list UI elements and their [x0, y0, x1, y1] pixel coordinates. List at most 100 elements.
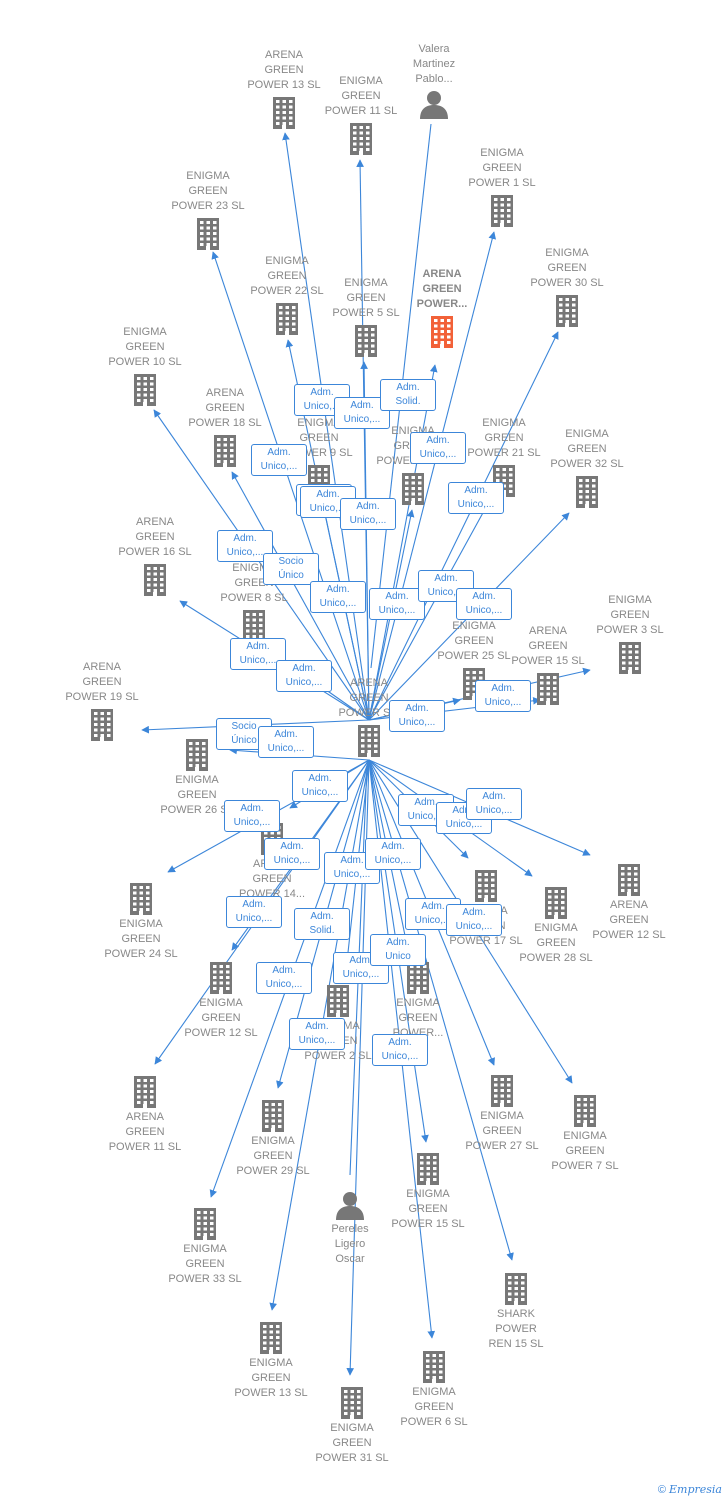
relation-label[interactable]: Adm. Unico,... [372, 1034, 428, 1066]
node-label: ARENA GREEN POWER 15 SL [511, 625, 585, 667]
node-valera[interactable]: Valera Martinez Pablo... [379, 42, 489, 121]
relation-label[interactable]: Adm. Unico,... [292, 770, 348, 802]
node-arena15[interactable]: ARENA GREEN POWER 15 SL [493, 624, 603, 707]
building-icon [387, 314, 497, 348]
node-label: ENIGMA GREEN POWER 25 SL [437, 620, 511, 662]
relation-label[interactable]: Adm. Unico,... [389, 700, 445, 732]
node-enigma24[interactable]: ENIGMA GREEN POWER 24 SL [86, 879, 196, 962]
relation-label[interactable]: Adm. Unico,... [310, 581, 366, 613]
node-enigma11[interactable]: ENIGMA GREEN POWER 11 SL [306, 74, 416, 157]
relation-label[interactable]: Adm. Unico,... [410, 432, 466, 464]
relation-label[interactable]: Adm. Unico,... [264, 838, 320, 870]
node-arena19[interactable]: ARENA GREEN POWER 19 SL [47, 660, 157, 743]
relation-label[interactable]: Adm. Unico,... [334, 397, 390, 429]
building-icon [86, 881, 196, 915]
building-icon [363, 960, 473, 994]
building-icon [90, 1074, 200, 1108]
node-arena11[interactable]: ARENA GREEN POWER 11 SL [90, 1072, 200, 1155]
node-enigma27[interactable]: ENIGMA GREEN POWER 27 SL [447, 1071, 557, 1154]
relation-label[interactable]: Adm. Unico,... [276, 660, 332, 692]
node-arenaH[interactable]: ARENA GREEN POWER... [387, 267, 497, 350]
footer: © Empresia [658, 1483, 722, 1496]
node-label: ENIGMA GREEN POWER 28 SL [519, 922, 593, 964]
building-icon [311, 323, 421, 357]
node-label: ARENA GREEN POWER 11 SL [108, 1111, 182, 1153]
relation-label[interactable]: Adm. Unico,... [418, 570, 474, 602]
building-icon [373, 1151, 483, 1185]
building-icon [461, 1271, 571, 1305]
node-label: ENIGMA GREEN POWER 30 SL [530, 247, 604, 289]
building-icon [142, 737, 252, 771]
node-enigma6[interactable]: ENIGMA GREEN POWER 6 SL [379, 1347, 489, 1430]
relation-label[interactable]: Adm. Unico,... [256, 962, 312, 994]
relation-label[interactable]: Adm. Solid. [380, 379, 436, 411]
node-label: ENIGMA GREEN POWER 31 SL [315, 1422, 389, 1464]
relation-label[interactable]: Adm. Unico,... [289, 1018, 345, 1050]
node-enigma26[interactable]: ENIGMA GREEN POWER 26 SL [142, 735, 252, 818]
building-icon [47, 707, 157, 741]
node-enigma23[interactable]: ENIGMA GREEN POWER 23 SL [153, 169, 263, 252]
building-icon [232, 301, 342, 335]
relation-label[interactable]: Adm. Unico,... [446, 904, 502, 936]
relation-label[interactable]: Adm. Unico,... [340, 498, 396, 530]
node-enigma13[interactable]: ENIGMA GREEN POWER 13 SL [216, 1318, 326, 1401]
node-enigma28[interactable]: ENIGMA GREEN POWER 28 SL [501, 883, 611, 966]
relation-label[interactable]: Socio Único [263, 553, 319, 585]
relation-label[interactable]: Adm. Unico,... [251, 444, 307, 476]
node-enigma3[interactable]: ENIGMA GREEN POWER 3 SL [575, 593, 685, 676]
node-label: ENIGMA GREEN POWER 10 SL [108, 326, 182, 368]
node-label: ENIGMA GREEN POWER 29 SL [236, 1135, 310, 1177]
building-icon [314, 723, 424, 757]
building-icon [530, 1093, 640, 1127]
building-icon [447, 1073, 557, 1107]
edge-enigma23 [211, 251, 370, 721]
node-label: ARENA GREEN POWER 18 SL [188, 387, 262, 429]
relation-label[interactable]: Adm. Unico,... [365, 838, 421, 870]
node-enigma12[interactable]: ENIGMA GREEN POWER 12 SL [166, 958, 276, 1041]
node-label: ENIGMA GREEN POWER 27 SL [465, 1110, 539, 1152]
relation-label[interactable]: Adm. Solid. [294, 908, 350, 940]
brand-logo[interactable]: Empresia [669, 1483, 722, 1496]
node-enigma33[interactable]: ENIGMA GREEN POWER 33 SL [150, 1204, 260, 1287]
node-label: ENIGMA GREEN POWER 22 SL [250, 255, 324, 297]
building-icon [297, 1385, 407, 1419]
relation-label[interactable]: Adm. Unico,... [448, 482, 504, 514]
node-label: ENIGMA GREEN POWER 32 SL [550, 428, 624, 470]
edge-enigma1 [368, 231, 497, 721]
node-label: Pereles Ligero Oscar [331, 1223, 369, 1265]
node-enigma25[interactable]: ENIGMA GREEN POWER 25 SL [419, 619, 529, 702]
node-arena13[interactable]: ARENA GREEN POWER 13 SL [229, 48, 339, 131]
building-icon [199, 608, 309, 642]
node-perez[interactable]: Pereles Ligero Oscar [295, 1188, 405, 1267]
node-arena18[interactable]: ARENA GREEN POWER 18 SL [170, 386, 280, 469]
building-icon [493, 671, 603, 705]
node-arena16[interactable]: ARENA GREEN POWER 16 SL [100, 515, 210, 598]
node-label: ARENA GREEN POWER 12 SL [592, 899, 666, 941]
relation-label[interactable]: Adm. Unico [370, 934, 426, 966]
node-enigma7[interactable]: ENIGMA GREEN POWER 7 SL [530, 1091, 640, 1174]
node-enigma1[interactable]: ENIGMA GREEN POWER 1 SL [447, 146, 557, 229]
edge-arena18 [231, 471, 370, 721]
relation-label[interactable]: Adm. Unico,... [369, 588, 425, 620]
relation-label[interactable]: Adm. Unico,... [224, 800, 280, 832]
node-enigma30[interactable]: ENIGMA GREEN POWER 30 SL [512, 246, 622, 329]
relation-label[interactable]: Adm. Unico,... [456, 588, 512, 620]
node-enigma31[interactable]: ENIGMA GREEN POWER 31 SL [297, 1383, 407, 1466]
relation-label[interactable]: Adm. Unico,... [333, 952, 389, 984]
relation-label[interactable]: Adm. Unico,... [226, 896, 282, 928]
node-enigma22[interactable]: ENIGMA GREEN POWER 22 SL [232, 254, 342, 337]
building-icon [218, 1098, 328, 1132]
node-enigma29[interactable]: ENIGMA GREEN POWER 29 SL [218, 1096, 328, 1179]
node-shark15[interactable]: SHARK POWER REN 15 SL [461, 1269, 571, 1352]
relation-label[interactable]: Adm. Unico,... [258, 726, 314, 758]
node-enigma32[interactable]: ENIGMA GREEN POWER 32 SL [532, 427, 642, 510]
node-label: ENIGMA GREEN POWER 5 SL [332, 277, 400, 319]
building-icon [512, 293, 622, 327]
node-enigma5[interactable]: ENIGMA GREEN POWER 5 SL [311, 276, 421, 359]
relation-label[interactable]: Adm. Unico,... [466, 788, 522, 820]
node-enigma10[interactable]: ENIGMA GREEN POWER 10 SL [90, 325, 200, 408]
person-icon [295, 1190, 405, 1220]
node-enigma15[interactable]: ENIGMA GREEN POWER 15 SL [373, 1149, 483, 1232]
node-arena12[interactable]: ARENA GREEN POWER 12 SL [574, 860, 684, 943]
relation-label[interactable]: Adm. Unico,... [475, 680, 531, 712]
